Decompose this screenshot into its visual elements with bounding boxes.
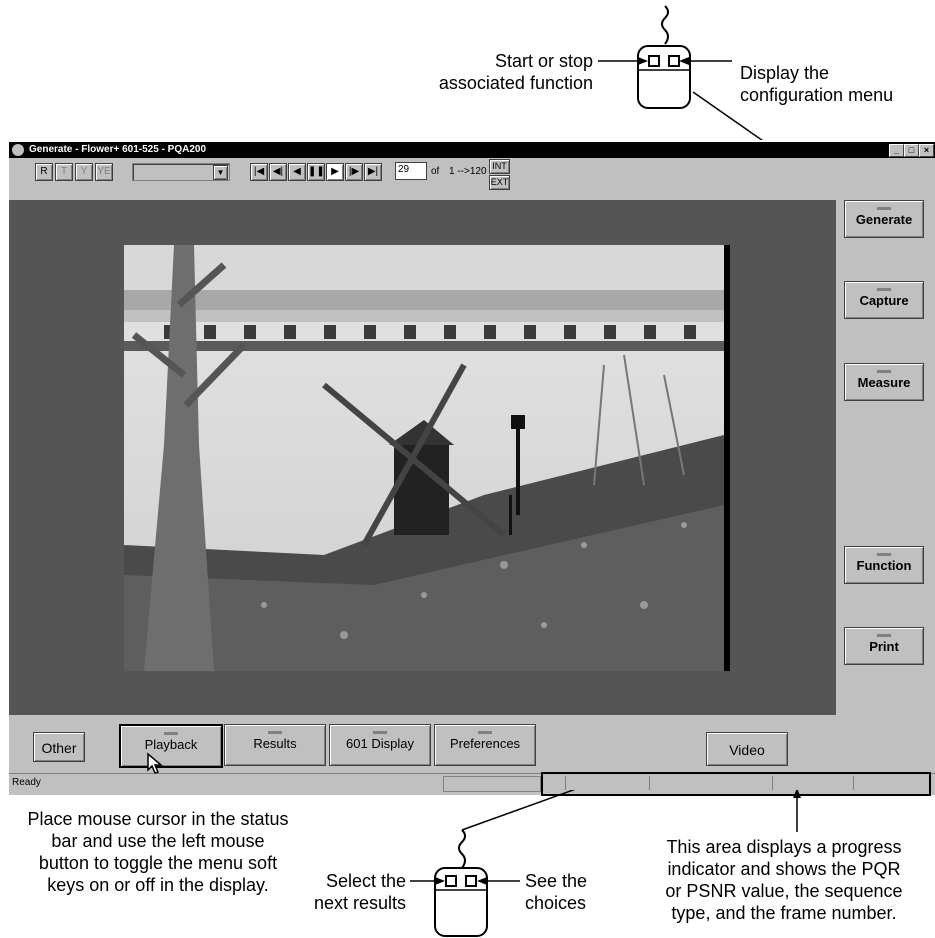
int-button[interactable]: INT (489, 159, 510, 174)
video-display-area (9, 200, 836, 715)
print-button[interactable]: Print (844, 627, 924, 665)
of-label: of (431, 166, 440, 177)
mouse-illustration-top (598, 5, 764, 140)
print-led (877, 634, 891, 637)
status-divider-3 (772, 776, 773, 790)
callout-start-stop: Start or stop associated function (438, 51, 593, 93)
mouse-illustration-bottom (410, 790, 801, 937)
status-pane-1 (443, 776, 541, 792)
minimize-icon[interactable]: _ (889, 144, 904, 157)
status-divider-1 (565, 776, 566, 790)
sequence-dropdown[interactable]: ▼ (132, 163, 230, 181)
mouse-pointer-icon (147, 752, 164, 774)
preferences-led (478, 731, 492, 734)
function-led (877, 553, 891, 556)
play-button[interactable]: ▶ (326, 163, 344, 181)
first-frame-button[interactable]: |◀ (250, 163, 268, 181)
capture-led (877, 288, 891, 291)
function-button[interactable]: Function (844, 546, 924, 584)
capture-button[interactable]: Capture (844, 281, 924, 319)
601-display-button[interactable]: 601 Display (329, 724, 431, 766)
step-forward-button[interactable]: |▶ (345, 163, 363, 181)
channel-button-r[interactable]: R (35, 163, 53, 181)
status-text: Ready (12, 777, 41, 788)
play-reverse-button[interactable]: ◀ (288, 163, 306, 181)
chevron-down-icon[interactable]: ▼ (213, 165, 228, 180)
status-divider-4 (853, 776, 854, 790)
ext-button[interactable]: EXT (489, 175, 510, 190)
playback-button[interactable]: Playback (119, 724, 223, 768)
callout-progress-area: This area displays a progress indicator … (665, 837, 903, 923)
channel-button-ye[interactable]: YE (95, 163, 113, 181)
generate-led (877, 207, 891, 210)
pause-button[interactable]: ❚❚ (307, 163, 325, 181)
other-button[interactable]: Other (33, 732, 85, 762)
title-bar: Generate - Flower+ 601-525 - PQA200 _ □ … (9, 142, 935, 158)
callout-status-bar: Place mouse cursor in the status bar and… (27, 809, 289, 895)
callout-config-menu: Display the configuration menu (740, 63, 894, 105)
callout-select-next-results: Select the next results (313, 871, 406, 913)
results-led (268, 731, 282, 734)
preferences-button[interactable]: Preferences (434, 724, 536, 766)
status-bar[interactable]: Ready (9, 772, 935, 796)
resize-grip-icon[interactable] (927, 778, 935, 790)
measure-led (877, 370, 891, 373)
progress-pane (541, 772, 931, 796)
channel-button-y[interactable]: Y (75, 163, 93, 181)
last-frame-button[interactable]: ▶| (364, 163, 382, 181)
app-icon (12, 144, 24, 156)
callout-see-choices: See the choices (525, 871, 588, 913)
channel-button-t[interactable]: T (55, 163, 73, 181)
window-title: Generate - Flower+ 601-525 - PQA200 (29, 144, 207, 155)
video-frame-image (124, 245, 730, 671)
playback-led (164, 732, 178, 735)
results-button[interactable]: Results (224, 724, 326, 766)
app-window: Generate - Flower+ 601-525 - PQA200 _ □ … (8, 141, 935, 796)
video-button[interactable]: Video (706, 732, 788, 766)
status-divider-2 (649, 776, 650, 790)
measure-button[interactable]: Measure (844, 363, 924, 401)
601-display-led (373, 731, 387, 734)
close-icon[interactable]: × (919, 144, 934, 157)
generate-button[interactable]: Generate (844, 200, 924, 238)
frame-number-field[interactable]: 29 (395, 162, 427, 180)
step-back-button[interactable]: ◀| (269, 163, 287, 181)
frame-range-label: 1 -->120 (449, 166, 487, 177)
maximize-icon[interactable]: □ (904, 144, 919, 157)
